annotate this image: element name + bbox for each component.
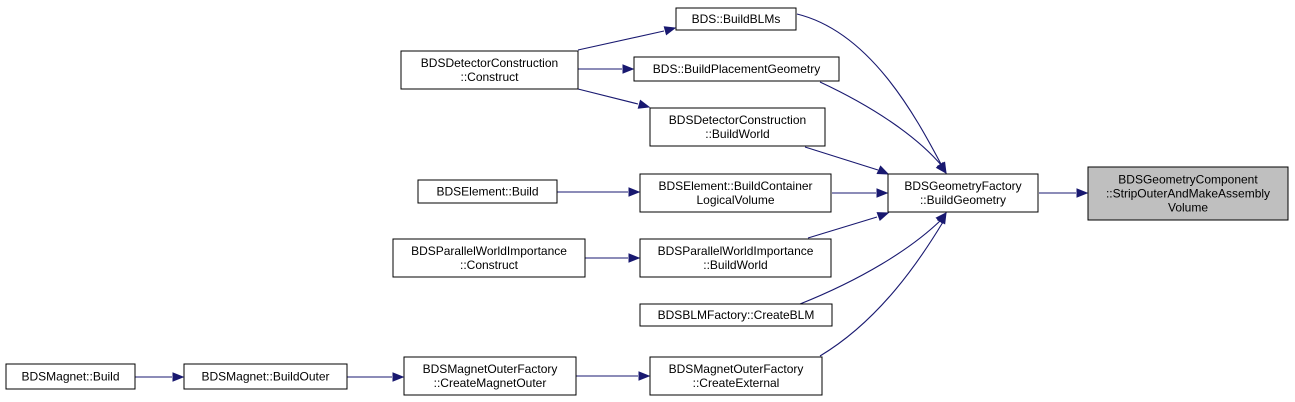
arrowhead-icon: [628, 253, 641, 263]
arrowhead-icon: [172, 372, 185, 382]
arrowhead-icon: [622, 64, 635, 74]
nodes: BDSGeometryComponent::StripOuterAndMakeA…: [5, 7, 1289, 396]
node-label-line: BDSDetectorConstruction: [421, 56, 558, 70]
edge-line: [807, 216, 878, 239]
edge-pwiconstruct-to-pwibuildworld: [585, 253, 641, 263]
edge-container-to-factory: [832, 188, 889, 198]
arrowhead-icon: [935, 161, 947, 175]
node-box: [403, 356, 577, 396]
arrowhead-icon: [876, 165, 890, 175]
node-box: [417, 179, 558, 204]
arrowhead-icon: [876, 212, 890, 222]
edge-buildblms-to-factory: [796, 13, 947, 175]
edges: [135, 13, 1089, 382]
node-box: [639, 238, 832, 278]
node-box: [400, 50, 579, 90]
node-label-line: BDSMagnetOuterFactory: [423, 362, 558, 376]
edge-external-to-factory: [819, 211, 947, 357]
node-label-line: BDSGeometryComponent: [1118, 173, 1258, 187]
node-box: [675, 7, 797, 31]
edge-line: [796, 13, 943, 167]
node-label-line: ::BuildGeometry: [920, 193, 1006, 207]
edge-line: [804, 146, 879, 171]
node-box: [887, 173, 1039, 213]
node-label-line: ::CreateMagnetOuter: [434, 376, 547, 390]
node-build-blms[interactable]: BDS::BuildBLMs: [675, 7, 797, 31]
arrowhead-icon: [876, 188, 889, 198]
node-box: [633, 56, 840, 82]
node-dc-buildworld[interactable]: BDSDetectorConstruction::BuildWorld: [649, 107, 826, 147]
arrowhead-icon: [638, 371, 651, 381]
node-mof-create-outer[interactable]: BDSMagnetOuterFactory::CreateMagnetOuter: [403, 356, 577, 396]
node-pwi-construct[interactable]: BDSParallelWorldImportance::Construct: [392, 238, 586, 278]
node-label-line: ::Construct: [460, 70, 519, 84]
node-element-build[interactable]: BDSElement::Build: [417, 179, 558, 204]
arrowhead-icon: [628, 187, 641, 197]
node-box: [649, 107, 826, 147]
node-box: [639, 173, 832, 213]
node-label-line: BDSElement::Build: [436, 185, 538, 199]
edge-factory-to-focus: [1039, 188, 1089, 198]
node-label-line: ::BuildWorld: [703, 258, 767, 272]
edge-line: [819, 81, 943, 167]
edge-buildouter-to-createouter: [347, 372, 405, 382]
node-box: [5, 363, 136, 390]
node-label-line: BDSMagnetOuterFactory: [669, 362, 804, 376]
node-label-line: BDSElement::BuildContainer: [658, 179, 812, 193]
edge-placement-to-factory: [819, 81, 947, 175]
node-pwi-buildworld[interactable]: BDSParallelWorldImportance::BuildWorld: [639, 238, 832, 278]
edge-line: [819, 221, 944, 357]
node-label-line: BDSParallelWorldImportance: [658, 244, 814, 258]
node-magnet-build[interactable]: BDSMagnet::Build: [5, 363, 136, 390]
edge-line: [577, 30, 665, 51]
node-box: [639, 303, 833, 327]
edge-magnetbuild-to-buildouter: [135, 372, 185, 382]
node-build-placement[interactable]: BDS::BuildPlacementGeometry: [633, 56, 840, 82]
arrowhead-icon: [663, 26, 677, 36]
node-dc-construct[interactable]: BDSDetectorConstruction::Construct: [400, 50, 579, 90]
node-blm-create[interactable]: BDSBLMFactory::CreateBLM: [639, 303, 833, 327]
node-label-line: BDSDetectorConstruction: [669, 113, 806, 127]
node-label-line: BDSParallelWorldImportance: [411, 244, 567, 258]
node-label-line: BDSGeometryFactory: [904, 179, 1021, 193]
arrowhead-icon: [392, 372, 405, 382]
node-box: [1087, 166, 1289, 221]
arrowhead-icon: [936, 211, 947, 225]
edge-dcconstruct-to-buildblms: [577, 26, 677, 51]
node-factory[interactable]: BDSGeometryFactory::BuildGeometry: [887, 173, 1039, 213]
node-label-line: ::CreateExternal: [693, 376, 780, 390]
node-label-line: BDS::BuildPlacementGeometry: [653, 62, 820, 76]
node-label-line: LogicalVolume: [696, 193, 774, 207]
node-box: [649, 356, 823, 396]
node-label-line: BDSBLMFactory::CreateBLM: [658, 308, 815, 322]
node-label-line: BDSMagnet::BuildOuter: [201, 370, 329, 384]
edge-pwibuildworld-to-factory: [807, 212, 890, 239]
node-label-line: ::BuildWorld: [705, 127, 769, 141]
node-mof-create-external[interactable]: BDSMagnetOuterFactory::CreateExternal: [649, 356, 823, 396]
node-label-line: ::StripOuterAndMakeAssembly: [1106, 187, 1270, 201]
edge-createouter-to-external: [576, 371, 651, 381]
node-focus[interactable]: BDSGeometryComponent::StripOuterAndMakeA…: [1087, 166, 1289, 221]
edge-line: [799, 219, 942, 305]
edge-dcbuildworld-to-factory: [804, 146, 890, 175]
node-magnet-outer[interactable]: BDSMagnet::BuildOuter: [183, 363, 348, 390]
edge-dcconstruct-to-dcbuildworld: [577, 88, 651, 109]
node-label-line: BDSMagnet::Build: [21, 370, 119, 384]
node-label-line: Volume: [1168, 201, 1208, 215]
node-box: [183, 363, 348, 390]
node-label-line: BDS::BuildBLMs: [692, 12, 781, 26]
edge-line: [577, 88, 639, 105]
arrowhead-icon: [637, 99, 651, 109]
edge-elementbuild-to-container: [557, 187, 641, 197]
node-box: [392, 238, 586, 278]
arrowhead-icon: [1076, 188, 1089, 198]
node-label-line: ::Construct: [460, 258, 519, 272]
edge-dcconstruct-to-placement: [578, 64, 635, 74]
